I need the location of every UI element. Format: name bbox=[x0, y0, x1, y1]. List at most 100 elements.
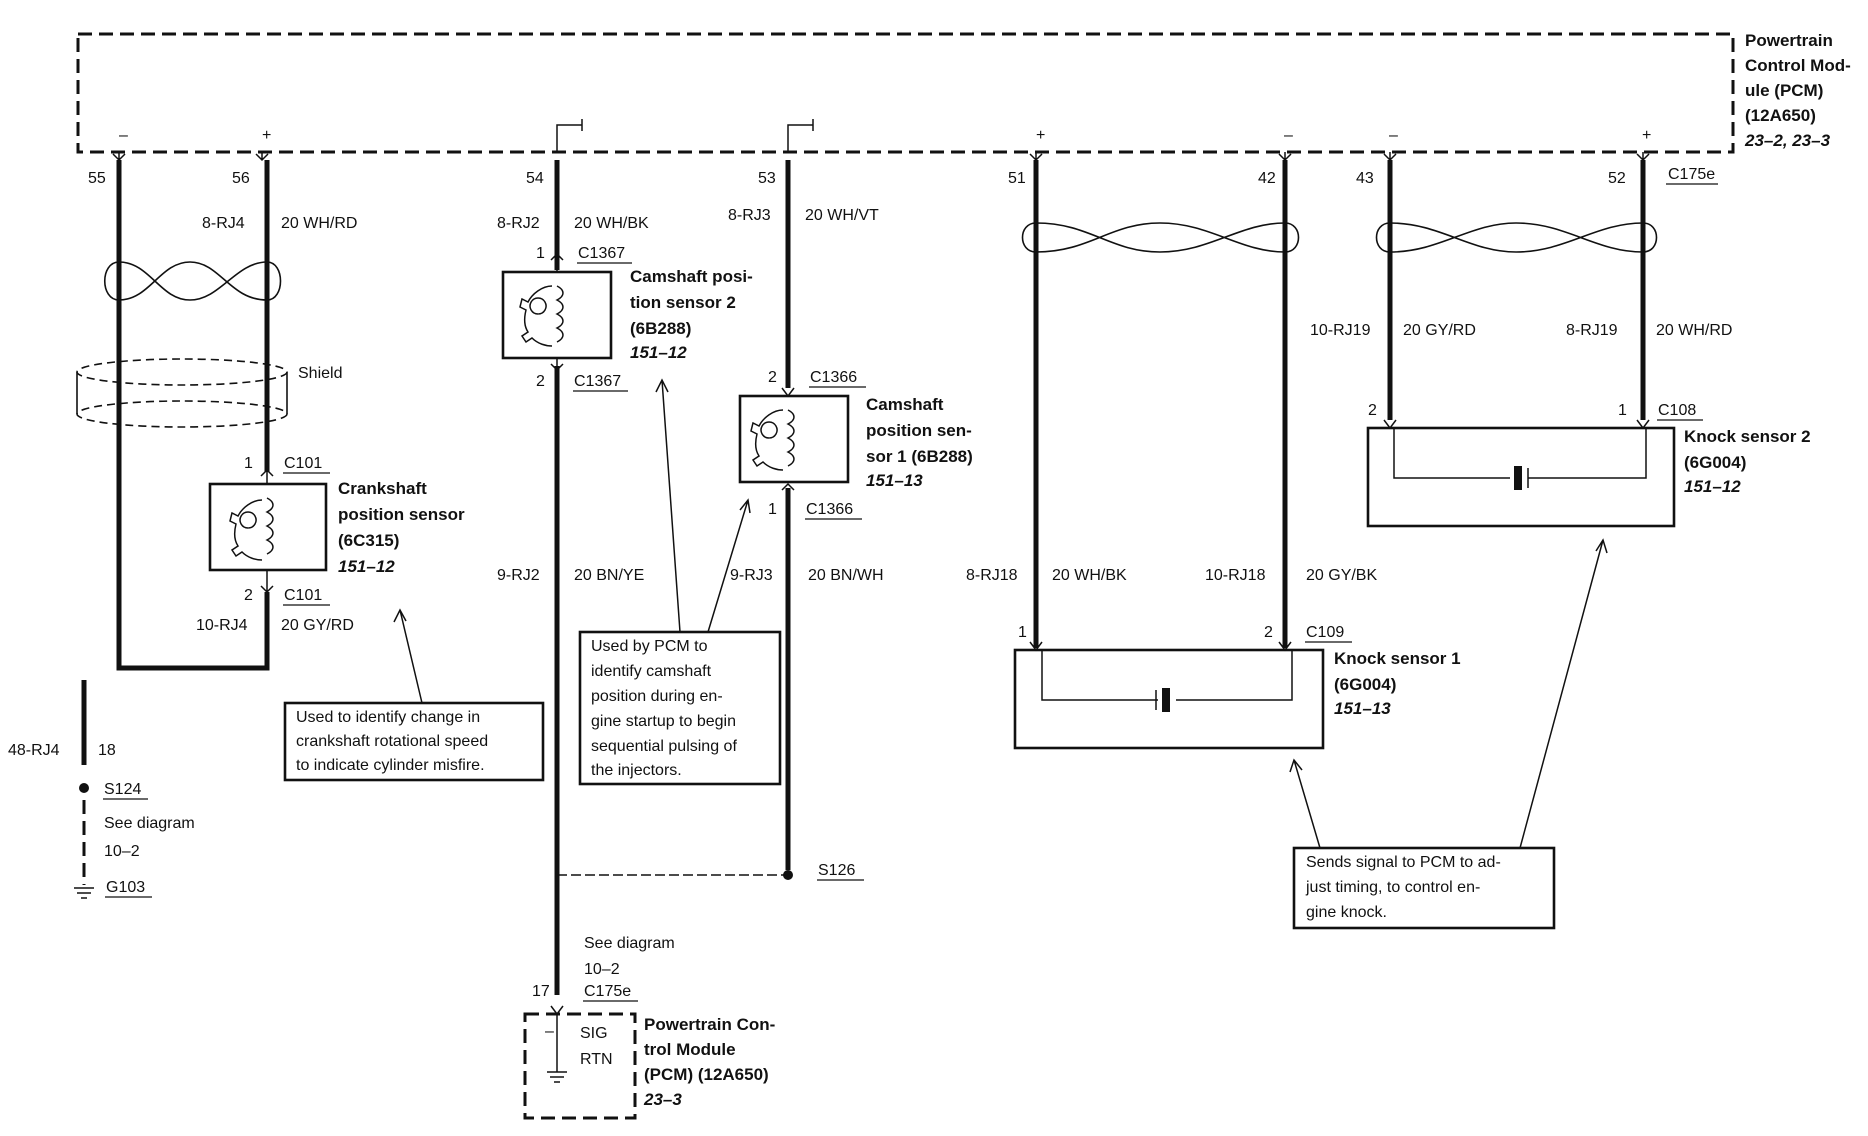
piezo-icon bbox=[1162, 688, 1170, 712]
cmp-note-1: Used by PCM to bbox=[591, 638, 708, 655]
pin-label: 17 bbox=[532, 983, 550, 1000]
cmp1-sensor-box bbox=[738, 394, 850, 484]
pcm-main-title-4: (12A650) bbox=[1745, 106, 1816, 125]
crank-name-3: (6C315) bbox=[338, 531, 399, 550]
crank-note-1: Used to identify change in bbox=[296, 709, 480, 726]
cmp1-circuit: 8-RJ3 20 WH/VT 2 C1366 1 C1366 Camshaft … bbox=[728, 160, 973, 870]
knock-note-2: just timing, to control en- bbox=[1305, 879, 1480, 896]
shield-flag-icon bbox=[556, 119, 583, 152]
connector-label: C109 bbox=[1306, 624, 1344, 641]
connector-arrows bbox=[781, 387, 795, 491]
pin-label: 2 bbox=[768, 369, 777, 386]
cmp2-name-3: (6B288) bbox=[630, 319, 691, 338]
pcm-main-title-2: Control Mod- bbox=[1745, 56, 1851, 75]
connector-label: C101 bbox=[284, 587, 322, 604]
crank-note-box bbox=[283, 701, 545, 782]
circuit-label: 10-RJ18 bbox=[1205, 567, 1266, 584]
pcm-bottom-title-1: Powertrain Con- bbox=[644, 1015, 775, 1034]
crank-ref: 151–12 bbox=[338, 557, 395, 576]
wire-label: 20 GY/RD bbox=[281, 617, 354, 634]
connector-label: C1366 bbox=[810, 369, 857, 386]
pin-number: 42 bbox=[1258, 170, 1276, 187]
polarity-mark: + bbox=[262, 127, 271, 144]
pin-label: 2 bbox=[536, 373, 545, 390]
twisted-pair-icon bbox=[1375, 222, 1658, 253]
pointer-arrow-icon bbox=[707, 498, 751, 633]
pin-label: 2 bbox=[244, 587, 253, 604]
piezo-icon bbox=[1514, 466, 1522, 490]
pcm-main-ref: 23–2, 23–3 bbox=[1744, 131, 1831, 150]
cmp1-name-1: Camshaft bbox=[866, 395, 944, 414]
pin-number: 56 bbox=[232, 170, 250, 187]
ks2-internal bbox=[1383, 419, 1650, 479]
pcm-main-connector: C175e bbox=[1668, 166, 1715, 183]
cmp-note-3: position during en- bbox=[591, 688, 723, 705]
knock-note-box bbox=[1292, 846, 1556, 930]
twisted-pair-icon bbox=[1021, 222, 1300, 253]
wire-label: 20 BN/WH bbox=[808, 567, 884, 584]
knock-note-1: Sends signal to PCM to ad- bbox=[1306, 854, 1501, 871]
polarity-mark: + bbox=[1642, 127, 1651, 144]
cmp2-name-2: tion sensor 2 bbox=[630, 293, 736, 312]
pin-number: 53 bbox=[758, 170, 776, 187]
wire-label: 20 GY/RD bbox=[1403, 322, 1476, 339]
ks2-circuit: 10-RJ19 20 GY/RD 8-RJ19 20 WH/RD 2 1 C10… bbox=[1310, 160, 1811, 528]
ks1-name-2: (6G004) bbox=[1334, 675, 1396, 694]
pin-label: 1 bbox=[536, 245, 545, 262]
cmp-note-6: the injectors. bbox=[591, 762, 682, 779]
shield-top-icon bbox=[76, 358, 288, 386]
pin-label: 1 bbox=[1618, 402, 1627, 419]
splice-label: S124 bbox=[104, 781, 141, 798]
pin-label: 1 bbox=[768, 501, 777, 518]
ks1-ref: 151–13 bbox=[1334, 699, 1391, 718]
splice-dot-icon bbox=[783, 870, 793, 880]
pin-number: 51 bbox=[1008, 170, 1026, 187]
circuit-label: 8-RJ4 bbox=[202, 215, 245, 232]
circuit-label: 8-RJ19 bbox=[1566, 322, 1618, 339]
reluctor-icon bbox=[750, 409, 784, 471]
shield-label: Shield bbox=[298, 365, 342, 382]
pin-label: 1 bbox=[1018, 624, 1027, 641]
ks2-ref: 151–12 bbox=[1684, 477, 1741, 496]
crank-circuit: Shield 8-RJ4 20 WH/RD 1 C101 2 C101 Cran… bbox=[76, 160, 545, 782]
see-diagram-1: See diagram bbox=[584, 935, 675, 952]
wire-label: 20 WH/BK bbox=[1052, 567, 1127, 584]
see-diagram-1: See diagram bbox=[104, 815, 195, 832]
s126-and-pcm-bottom: S126 See diagram 10–2 17 C175e – SIG RTN… bbox=[523, 862, 864, 1120]
circuit-label: 8-RJ3 bbox=[728, 207, 771, 224]
circuit-label: 48-RJ4 bbox=[8, 742, 60, 759]
pointer-arrow-icon bbox=[1289, 758, 1321, 849]
cmp-note: Used by PCM to identify camshaft positio… bbox=[578, 378, 782, 786]
circuit-label: 8-RJ18 bbox=[966, 567, 1018, 584]
twisted-pair-icon bbox=[104, 261, 282, 301]
ground-icon bbox=[74, 887, 94, 899]
connector-label: C1367 bbox=[574, 373, 621, 390]
wire-label: 20 WH/VT bbox=[805, 207, 879, 224]
pcm-bottom-title-2: trol Module bbox=[644, 1040, 736, 1059]
polarity-mark: – bbox=[1389, 127, 1398, 144]
ground-circuit: 48-RJ4 18 S124 See diagram 10–2 G103 bbox=[8, 742, 195, 899]
rtn-label: RTN bbox=[580, 1051, 613, 1068]
ground-label: G103 bbox=[106, 879, 145, 896]
cmp-note-2: identify camshaft bbox=[591, 663, 712, 680]
pin-number: 55 bbox=[88, 170, 106, 187]
circuit-label: 10-RJ4 bbox=[196, 617, 248, 634]
connector-label: C1366 bbox=[806, 501, 853, 518]
crank-shield-wire bbox=[116, 160, 270, 671]
crank-note-2: crankshaft rotational speed bbox=[296, 733, 488, 750]
cmp-note-4: gine startup to begin bbox=[591, 713, 736, 730]
cmp2-circuit: 8-RJ2 20 WH/BK 1 C1367 2 C1367 Camshaft … bbox=[497, 160, 753, 995]
pointer-arrow-icon bbox=[655, 378, 681, 633]
cmp2-name-1: Camshaft posi- bbox=[630, 267, 753, 286]
wire-label: 20 BN/YE bbox=[574, 567, 644, 584]
see-diagram-2: 10–2 bbox=[584, 961, 620, 978]
circuit-label: 9-RJ2 bbox=[497, 567, 540, 584]
wire-label: 20 WH/BK bbox=[574, 215, 649, 232]
sig-label: SIG bbox=[580, 1025, 608, 1042]
connector-label: C175e bbox=[584, 983, 631, 1000]
splice-dot-icon bbox=[79, 783, 89, 793]
pointer-arrow-icon bbox=[1519, 538, 1608, 849]
cmp2-ref: 151–12 bbox=[630, 343, 687, 362]
pcm-bottom-title-3: (PCM) (12A650) bbox=[644, 1065, 769, 1084]
